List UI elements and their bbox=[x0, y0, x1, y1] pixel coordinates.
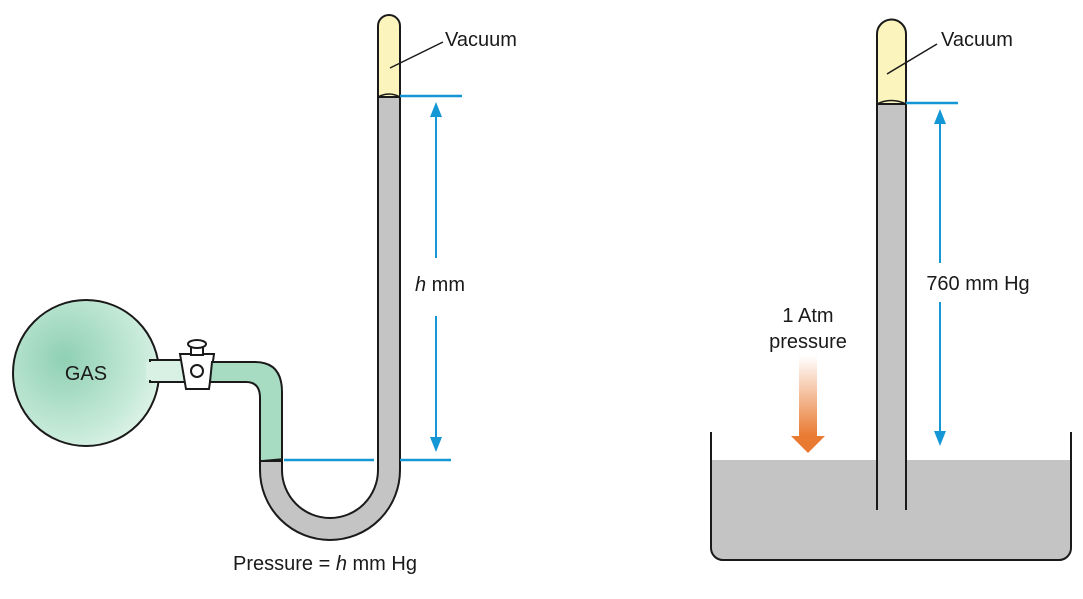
pressure-label-line2: pressure bbox=[769, 331, 847, 353]
height-dimension-arrow-right bbox=[934, 109, 946, 446]
vacuum-leader-line bbox=[389, 41, 444, 69]
height-label: h mm bbox=[415, 274, 465, 296]
gas-label: GAS bbox=[65, 363, 107, 385]
dish-outline bbox=[710, 432, 1072, 561]
stopcock-valve[interactable] bbox=[178, 339, 216, 390]
u-tube-mercury bbox=[259, 96, 401, 541]
manometer: GAS Vacuum bbox=[12, 14, 517, 575]
atmospheric-pressure-arrow bbox=[791, 356, 825, 453]
vacuum-leader-line-right bbox=[886, 43, 938, 75]
vacuum-label-right: Vacuum bbox=[941, 29, 1013, 51]
barometer: Vacuum 760 mm Hg 1 Atm pressure bbox=[710, 18, 1072, 561]
pressure-caption: Pressure = h mm Hg bbox=[233, 553, 417, 575]
height-label-right: 760 mm Hg bbox=[926, 273, 1029, 295]
vacuum-space bbox=[377, 14, 401, 98]
pressure-label-line1: 1 Atm bbox=[782, 305, 833, 327]
height-dimension-arrow bbox=[430, 102, 442, 452]
vacuum-space-right bbox=[876, 18, 907, 105]
gas-connecting-tube bbox=[208, 361, 283, 462]
mercury-column bbox=[877, 104, 906, 510]
vacuum-label: Vacuum bbox=[445, 29, 517, 51]
